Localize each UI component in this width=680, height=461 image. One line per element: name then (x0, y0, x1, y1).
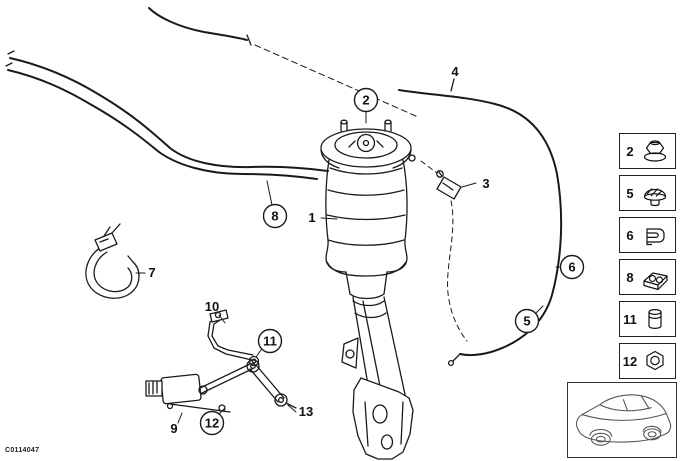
sidebar-part-12-label: 12 (622, 353, 638, 369)
sidebar-part-11-label: 11 (623, 311, 637, 327)
vehicle-thumbnail[interactable] (567, 382, 677, 458)
pressure-valve (420, 160, 468, 342)
line-holder-icon (643, 272, 668, 291)
callout-5-number[interactable]: 5 (523, 314, 530, 329)
sidebar-part-2-label: 2 (626, 143, 634, 159)
sensor-link-rod (246, 359, 297, 409)
leader-lines (135, 111, 561, 424)
dashed-guide-line (254, 44, 419, 118)
sidebar-part-5-label: 5 (626, 185, 634, 201)
plug-grommet-icon (643, 188, 667, 207)
callout-8[interactable] (262, 203, 288, 229)
callout-10-number[interactable]: 10 (205, 299, 219, 314)
sidebar-part-6-label: 6 (626, 227, 634, 243)
sidebar-part-8-label: 8 (626, 269, 634, 285)
air-line-pair (5, 50, 329, 180)
sidebar-part-11[interactable]: 11 (619, 301, 676, 337)
cable-clip-icon (646, 228, 665, 246)
callout-6-number[interactable]: 6 (568, 260, 575, 275)
callout-2-number[interactable]: 2 (362, 93, 369, 108)
callout-8-number[interactable]: 8 (271, 209, 278, 224)
sidebar-part-8[interactable]: 8 (619, 259, 676, 295)
air-line-top (148, 7, 252, 46)
callout-7-number[interactable]: 7 (148, 265, 155, 280)
callout-4-number[interactable]: 4 (451, 64, 459, 79)
callout-6[interactable] (559, 254, 585, 280)
callout-13-number[interactable]: 13 (299, 404, 313, 419)
sidebar-part-12[interactable]: 12 (619, 343, 676, 379)
callout-2[interactable] (353, 87, 379, 113)
air-line-right (398, 78, 563, 367)
sensor-bracket (207, 309, 260, 367)
sidebar-part-6[interactable]: 6 (619, 217, 676, 253)
ride-height-sensor (145, 363, 253, 413)
callout-12-number[interactable]: 12 (205, 416, 219, 431)
callout-12[interactable] (199, 410, 225, 436)
callout-9-number[interactable]: 9 (170, 421, 177, 436)
hose-clamp (85, 223, 140, 299)
strut-top-mount (320, 119, 416, 169)
shock-absorber-body (345, 271, 410, 421)
air-spring-bellows (325, 159, 408, 277)
bolt-icon (648, 308, 662, 329)
hex-nut-icon (646, 350, 664, 371)
car-icon (575, 394, 672, 446)
callout-11[interactable] (257, 328, 283, 354)
lower-mount-bracket (341, 337, 414, 460)
sidebar-part-5[interactable]: 5 (619, 175, 676, 211)
callout-1-number[interactable]: 1 (308, 210, 315, 225)
callout-5[interactable] (514, 308, 540, 334)
flange-nut-icon (643, 140, 667, 162)
sidebar-part-2[interactable]: 2 (619, 133, 676, 169)
diagram-code: C0114047 (5, 447, 40, 454)
callout-11-number[interactable]: 11 (263, 334, 277, 349)
callout-3-number[interactable]: 3 (482, 176, 489, 191)
